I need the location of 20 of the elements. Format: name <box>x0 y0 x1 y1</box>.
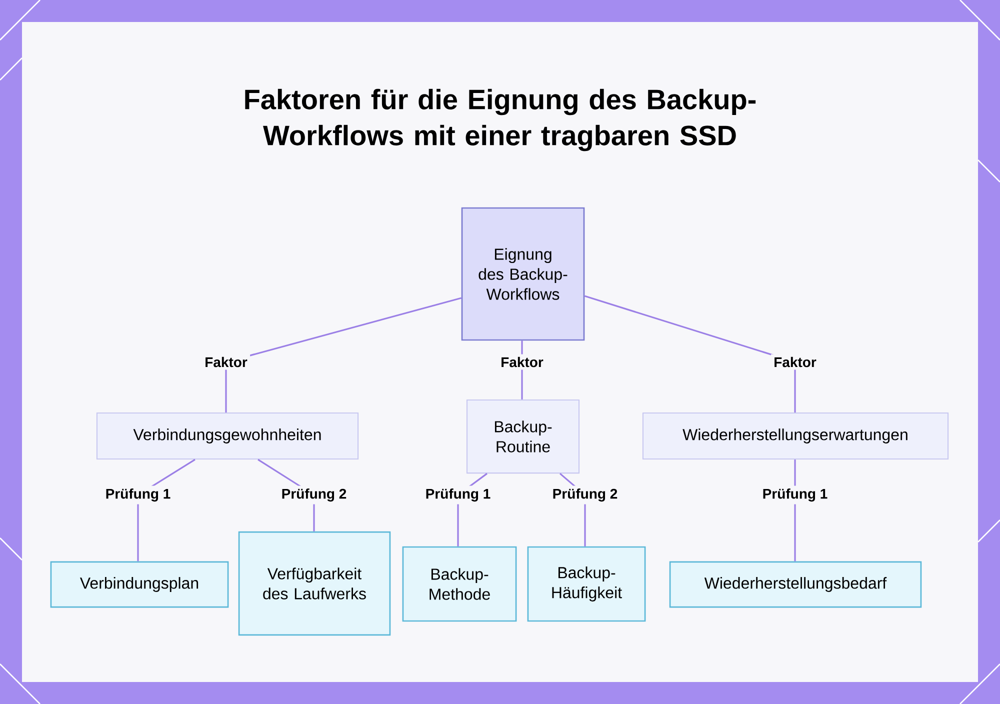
check-box: Wiederherstellungsbedarf <box>669 561 922 608</box>
edge-label: Faktor <box>770 354 820 370</box>
connector-line <box>584 295 796 412</box>
edge-label: Prüfung 1 <box>760 486 830 504</box>
check-box: Backup-Häufigkeit <box>527 546 646 622</box>
edge-label: Prüfung 2 <box>550 486 620 504</box>
edge-label: Faktor <box>498 354 546 370</box>
factor-box: Backup-Routine <box>466 399 580 474</box>
check-box: Verfügbarkeit des Laufwerks <box>238 531 391 636</box>
edge-label: Prüfung 1 <box>102 486 174 504</box>
edge-label: Faktor <box>202 354 250 370</box>
check-box: Verbindungsplan <box>50 561 229 608</box>
root-box: Eignung des Backup-Workflows <box>461 207 585 341</box>
factor-box: Verbindungsgewohnheiten <box>96 412 359 460</box>
factor-box: Wiederherstellungserwartungen <box>642 412 949 460</box>
title: Faktoren für die Eignung des Backup-Workflows mit einer tragbaren SSD <box>245 88 756 152</box>
edge-label: Prüfung 2 <box>278 486 350 504</box>
check-box: Backup-Methode <box>402 546 517 622</box>
connector-line <box>225 297 462 412</box>
edge-label: Prüfung 1 <box>422 486 494 504</box>
